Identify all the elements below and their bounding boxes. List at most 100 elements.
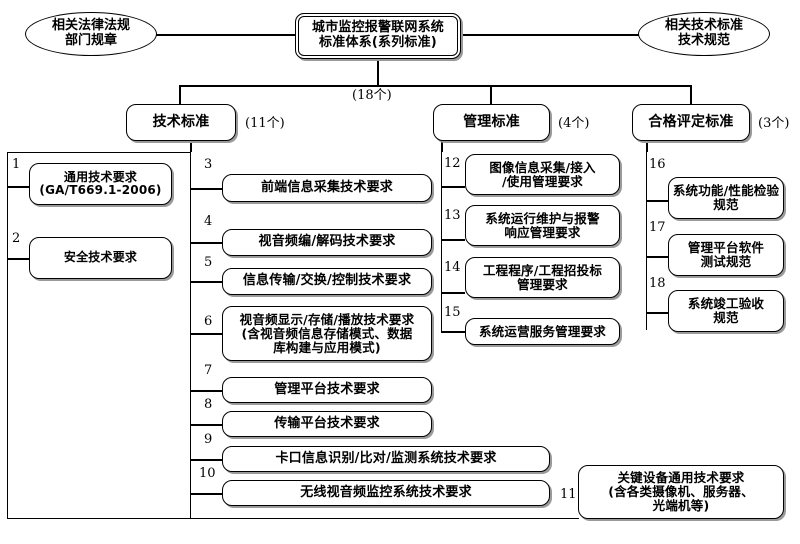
stub-item-9 xyxy=(190,459,222,461)
stub-item-1 xyxy=(7,186,29,188)
index-item-8: 8 xyxy=(204,397,213,412)
index-item-10: 10 xyxy=(199,466,216,481)
node-item-1-label: 通用技术要求 (GA/T669.1-2006) xyxy=(39,169,162,197)
stub-item-6 xyxy=(190,333,222,335)
node-left-ellipse-label: 相关法律法规 部门规章 xyxy=(51,18,130,48)
node-root-title[interactable]: 城市监控报警联网系统 标准体系(系列标准) xyxy=(295,13,461,59)
connector-left-ellipse-root xyxy=(155,34,296,36)
node-item-9[interactable]: 卡口信息识别/比对/监测系统技术要求 xyxy=(222,446,550,472)
connector-management-down xyxy=(441,141,443,152)
node-item-3[interactable]: 前端信息采集技术要求 xyxy=(222,174,432,202)
node-item-13-label: 系统运行维护与报警 响应管理要求 xyxy=(485,210,600,240)
node-root-title-label: 城市监控报警联网系统 标准体系(系列标准) xyxy=(311,20,444,50)
node-item-12[interactable]: 图像信息采集/接入 /使用管理要求 xyxy=(465,154,620,195)
node-category-management[interactable]: 管理标准 xyxy=(433,104,550,141)
stub-item-12 xyxy=(441,186,465,188)
node-item-14-label: 工程程序/工程招投标 管理要求 xyxy=(482,262,603,292)
stub-item-14 xyxy=(441,292,465,294)
stub-item-7 xyxy=(190,390,222,392)
node-item-4-label: 视音频编/解码技术要求 xyxy=(258,234,396,250)
connector-bus-management xyxy=(490,85,492,105)
stub-item-15 xyxy=(441,331,465,333)
node-item-13[interactable]: 系统运行维护与报警 响应管理要求 xyxy=(465,205,620,246)
index-item-17: 17 xyxy=(649,220,666,235)
rail-bottom xyxy=(7,518,579,519)
rail-conformity-vertical xyxy=(646,152,647,330)
node-item-17-label: 管理平台软件 测试规范 xyxy=(687,240,765,269)
node-category-management-label: 管理标准 xyxy=(463,113,520,130)
node-item-16-label: 系统功能/性能检验 规范 xyxy=(672,183,780,212)
index-item-14: 14 xyxy=(444,260,461,275)
node-item-3-label: 前端信息采集技术要求 xyxy=(260,179,393,195)
node-right-ellipse[interactable]: 相关技术标准 技术规范 xyxy=(638,12,770,56)
index-item-12: 12 xyxy=(444,156,461,171)
rail-left-pair-top xyxy=(7,152,191,153)
node-item-15[interactable]: 系统运营服务管理要求 xyxy=(465,318,620,345)
node-category-conformity[interactable]: 合格评定标准 xyxy=(632,104,750,141)
connector-technical-down xyxy=(190,141,192,152)
node-category-technical-label: 技术标准 xyxy=(152,113,210,130)
node-item-15-label: 系统运营服务管理要求 xyxy=(478,323,606,339)
node-item-11-label: 关键设备通用技术要求 (含各类摄像机、服务器、 光端机等) xyxy=(608,470,754,513)
connector-bus-conformity xyxy=(690,85,692,105)
node-item-17[interactable]: 管理平台软件 测试规范 xyxy=(668,234,784,276)
connector-category-bus xyxy=(179,85,692,87)
node-item-5[interactable]: 信息传输/交换/控制技术要求 xyxy=(222,268,432,295)
stub-item-16 xyxy=(646,200,668,202)
node-item-10[interactable]: 无线视音频监控系统技术要求 xyxy=(222,480,550,506)
index-item-16: 16 xyxy=(649,157,666,172)
index-item-5: 5 xyxy=(204,255,213,270)
stub-item-8 xyxy=(190,424,222,426)
index-item-6: 6 xyxy=(204,314,213,329)
index-item-1: 1 xyxy=(12,157,21,172)
node-item-11[interactable]: 关键设备通用技术要求 (含各类摄像机、服务器、 光端机等) xyxy=(578,465,784,519)
node-item-16[interactable]: 系统功能/性能检验 规范 xyxy=(668,177,784,219)
node-item-1[interactable]: 通用技术要求 (GA/T669.1-2006) xyxy=(29,163,172,205)
stub-item-17 xyxy=(646,256,668,258)
node-item-8[interactable]: 传输平台技术要求 xyxy=(222,411,432,437)
stub-item-13 xyxy=(441,239,465,241)
node-item-10-label: 无线视音频监控系统技术要求 xyxy=(300,484,472,500)
index-item-18: 18 xyxy=(649,276,666,291)
node-item-18-label: 系统竣工验收 规范 xyxy=(687,296,765,325)
stub-item-18 xyxy=(646,312,668,314)
node-item-9-label: 卡口信息识别/比对/监测系统技术要求 xyxy=(275,450,497,466)
count-technical: (11个) xyxy=(245,116,285,131)
rail-technical-vertical xyxy=(190,152,191,518)
connector-root-right-ellipse xyxy=(460,34,639,36)
index-item-15: 15 xyxy=(444,305,461,320)
index-item-4: 4 xyxy=(204,214,213,229)
index-item-11: 11 xyxy=(560,487,577,502)
node-category-conformity-label: 合格评定标准 xyxy=(648,113,734,130)
node-item-12-label: 图像信息采集/接入 /使用管理要求 xyxy=(489,159,596,189)
node-item-6-label: 视音频显示/存储/播放技术要求 (含视音频信息存储模式、数据 库构建与应用模式) xyxy=(239,311,415,355)
rail-management-vertical xyxy=(441,152,442,332)
node-right-ellipse-label: 相关技术标准 技术规范 xyxy=(664,18,743,48)
index-item-13: 13 xyxy=(444,208,461,223)
connector-root-down xyxy=(377,59,379,86)
node-item-2-label: 安全技术要求 xyxy=(63,250,138,265)
rail-left-pair-vertical xyxy=(7,152,8,518)
node-item-7[interactable]: 管理平台技术要求 xyxy=(222,377,432,403)
count-management: (4个) xyxy=(558,116,590,131)
node-category-technical[interactable]: 技术标准 xyxy=(126,104,236,141)
stub-item-10 xyxy=(190,493,222,495)
connector-conformity-down xyxy=(646,141,648,152)
node-item-5-label: 信息传输/交换/控制技术要求 xyxy=(242,273,412,289)
node-item-2[interactable]: 安全技术要求 xyxy=(29,237,172,279)
count-root: (18个) xyxy=(352,88,392,103)
index-item-2: 2 xyxy=(12,231,21,246)
node-left-ellipse[interactable]: 相关法律法规 部门规章 xyxy=(25,12,157,56)
stub-item-4 xyxy=(190,242,222,244)
node-item-7-label: 管理平台技术要求 xyxy=(274,381,380,397)
node-item-8-label: 传输平台技术要求 xyxy=(274,415,380,431)
node-item-4[interactable]: 视音频编/解码技术要求 xyxy=(222,229,432,256)
node-item-14[interactable]: 工程程序/工程招投标 管理要求 xyxy=(465,257,620,298)
index-item-7: 7 xyxy=(204,363,213,378)
node-item-6[interactable]: 视音频显示/存储/播放技术要求 (含视音频信息存储模式、数据 库构建与应用模式) xyxy=(222,306,432,361)
connector-bus-technical xyxy=(179,85,181,105)
node-item-18[interactable]: 系统竣工验收 规范 xyxy=(668,290,784,332)
index-item-9: 9 xyxy=(204,432,213,447)
count-conformity: (3个) xyxy=(758,116,790,131)
